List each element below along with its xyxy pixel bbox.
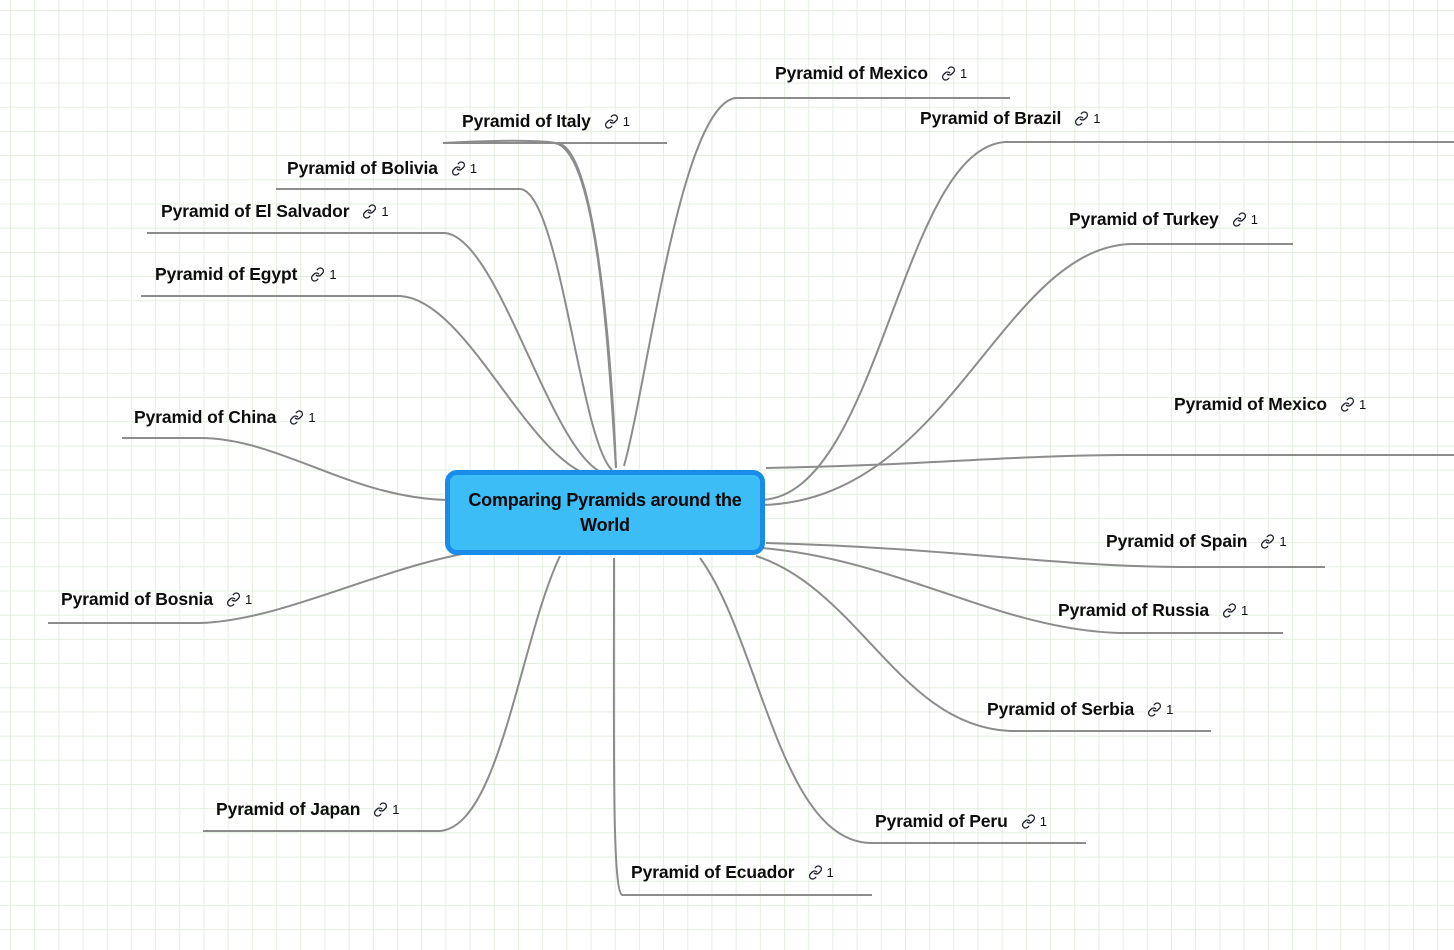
link-count: 1	[622, 114, 630, 130]
link-badge[interactable]: 1	[1260, 534, 1287, 550]
link-badge[interactable]: 1	[226, 592, 252, 607]
node-label-text: Pyramid of El Salvador	[161, 201, 350, 221]
node-pyramid-of-ecuador[interactable]: Pyramid of Ecuador 1	[631, 862, 834, 882]
link-count: 1	[469, 161, 478, 177]
link-count: 1	[959, 66, 968, 82]
link-count: 1	[1039, 814, 1047, 830]
node-pyramid-of-bolivia[interactable]: Pyramid of Bolivia 1	[287, 158, 477, 178]
link-badge[interactable]: 1	[373, 802, 400, 818]
node-pyramid-of-bosnia[interactable]: Pyramid of Bosnia 1	[61, 589, 252, 609]
node-pyramid-of-mexico-right[interactable]: Pyramid of Mexico 1	[1174, 394, 1366, 414]
branch-line-china	[122, 437, 449, 501]
node-pyramid-of-spain[interactable]: Pyramid of Spain 1	[1106, 531, 1287, 551]
branch-line-ecuador	[612, 557, 872, 896]
branch-line-bolivia	[276, 188, 613, 471]
link-icon	[373, 802, 388, 817]
link-icon	[289, 410, 304, 425]
link-badge[interactable]: 1	[289, 410, 316, 426]
link-badge[interactable]: 1	[604, 114, 630, 129]
node-pyramid-of-egypt[interactable]: Pyramid of Egypt 1	[155, 264, 337, 284]
node-label-text: Pyramid of Peru	[875, 811, 1008, 831]
link-icon	[226, 592, 241, 607]
node-label-text: Pyramid of Italy	[462, 111, 591, 131]
link-icon	[808, 865, 823, 880]
link-icon	[1340, 397, 1355, 412]
branch-line-brazil	[759, 141, 1454, 501]
link-badge[interactable]: 1	[1340, 397, 1366, 412]
node-pyramid-of-japan[interactable]: Pyramid of Japan 1	[216, 799, 400, 819]
node-label-text: Pyramid of China	[134, 407, 277, 427]
link-count: 1	[826, 865, 834, 881]
link-count: 1	[392, 802, 400, 818]
node-label-text: Pyramid of Mexico	[775, 63, 928, 83]
link-icon	[1021, 814, 1036, 829]
link-count: 1	[1166, 702, 1174, 718]
link-icon	[310, 267, 325, 282]
link-count: 1	[308, 410, 316, 426]
branch-line-mexico-top	[623, 97, 1010, 467]
link-icon	[451, 161, 466, 176]
link-count: 1	[329, 267, 337, 283]
link-badge[interactable]: 1	[808, 865, 834, 880]
link-icon	[604, 114, 619, 129]
node-pyramid-of-turkey[interactable]: Pyramid of Turkey 1	[1069, 209, 1258, 229]
link-badge[interactable]: 1	[1232, 212, 1258, 227]
link-icon	[1232, 212, 1247, 227]
branch-line-japan	[203, 555, 561, 832]
branch-line-bosnia	[48, 547, 501, 624]
link-badge[interactable]: 1	[941, 66, 967, 81]
branch-line-egypt	[141, 295, 601, 479]
node-label-text: Pyramid of Russia	[1058, 600, 1209, 620]
node-label-text: Pyramid of Turkey	[1069, 209, 1219, 229]
link-count: 1	[1279, 534, 1287, 550]
node-pyramid-of-russia[interactable]: Pyramid of Russia 1	[1058, 600, 1248, 620]
link-badge[interactable]: 1	[310, 267, 337, 283]
link-icon	[1074, 111, 1089, 126]
node-pyramid-of-el-salvador[interactable]: Pyramid of El Salvador 1	[161, 201, 389, 221]
node-label-text: Pyramid of Bosnia	[61, 589, 213, 609]
link-icon	[1260, 534, 1275, 549]
link-icon	[1222, 603, 1237, 618]
node-label-text: Pyramid of Egypt	[155, 264, 298, 284]
link-count: 1	[381, 204, 389, 220]
branch-line-italy-tail	[442, 139, 617, 469]
link-count: 1	[1241, 603, 1249, 619]
node-pyramid-of-peru[interactable]: Pyramid of Peru 1	[875, 811, 1047, 831]
node-pyramid-of-mexico-top[interactable]: Pyramid of Mexico 1	[775, 63, 967, 83]
link-icon	[1147, 702, 1162, 717]
link-badge[interactable]: 1	[362, 204, 389, 220]
node-label-text: Pyramid of Mexico	[1174, 394, 1327, 414]
node-label-text: Pyramid of Ecuador	[631, 862, 795, 882]
node-pyramid-of-brazil[interactable]: Pyramid of Brazil 1	[920, 108, 1101, 128]
link-badge[interactable]: 1	[1147, 702, 1173, 717]
link-icon	[941, 66, 956, 81]
node-pyramid-of-china[interactable]: Pyramid of China 1	[134, 407, 316, 427]
link-badge[interactable]: 1	[1074, 111, 1101, 127]
link-badge[interactable]: 1	[1021, 814, 1047, 829]
link-count: 1	[1250, 212, 1258, 228]
node-pyramid-of-serbia[interactable]: Pyramid of Serbia 1	[987, 699, 1173, 719]
link-badge[interactable]: 1	[451, 161, 477, 176]
link-count: 1	[1093, 111, 1101, 127]
node-label-text: Pyramid of Serbia	[987, 699, 1135, 719]
node-label-text: Pyramid of Japan	[216, 799, 361, 819]
node-label-text: Pyramid of Spain	[1106, 531, 1248, 551]
branch-line-turkey	[761, 243, 1293, 506]
branch-line-mexico-right	[765, 454, 1454, 469]
link-icon	[362, 204, 377, 219]
link-count: 1	[244, 592, 253, 608]
branch-line-russia	[761, 547, 1283, 634]
root-node[interactable]: Comparing Pyramids around the World	[445, 470, 765, 555]
node-label-text: Pyramid of Bolivia	[287, 158, 438, 178]
root-node-label: Comparing Pyramids around the World	[468, 490, 742, 535]
node-label-text: Pyramid of Brazil	[920, 108, 1062, 128]
link-badge[interactable]: 1	[1222, 603, 1248, 618]
branch-line-italy	[442, 141, 667, 469]
link-count: 1	[1358, 397, 1367, 413]
node-pyramid-of-italy[interactable]: Pyramid of Italy 1	[462, 111, 630, 131]
